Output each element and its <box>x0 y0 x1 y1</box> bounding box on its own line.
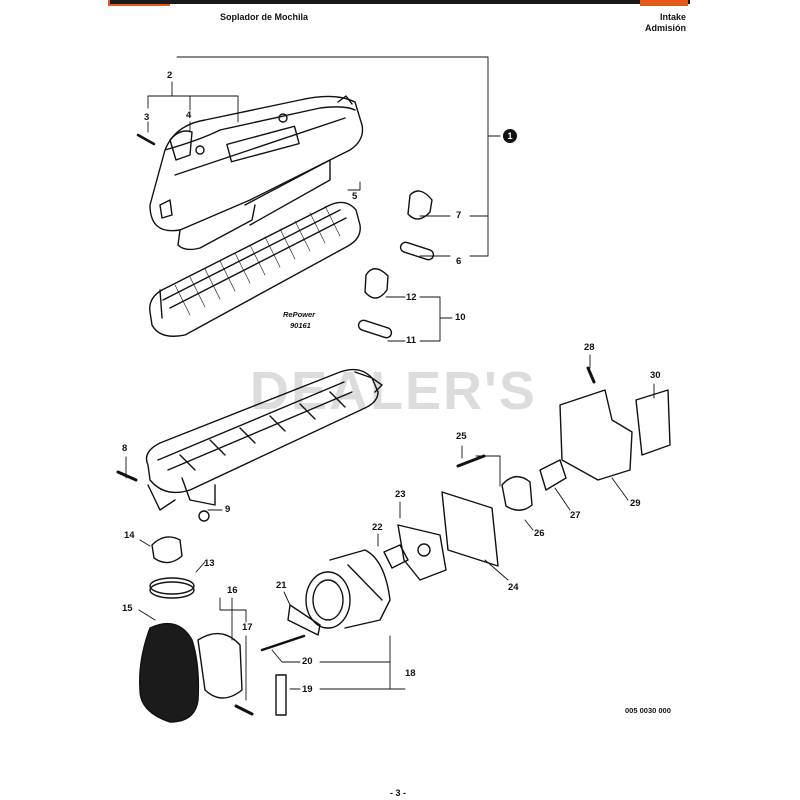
screw-25 <box>456 454 486 468</box>
callout-17: 17 <box>242 622 253 633</box>
screw-28 <box>586 366 596 384</box>
callout-29: 29 <box>630 498 641 509</box>
callout-11: 11 <box>406 335 417 346</box>
clip-4 <box>169 130 193 161</box>
part-26 <box>501 476 533 511</box>
callout-9: 9 <box>225 504 231 515</box>
page-title: Soplador de Mochila <box>220 12 309 22</box>
gasket-27 <box>539 459 567 491</box>
intake-boot-15 <box>139 622 200 723</box>
callout-13: 13 <box>204 558 215 569</box>
callout-16: 16 <box>227 585 238 596</box>
callout-23: 23 <box>395 489 406 500</box>
callout-30: 30 <box>650 370 661 381</box>
callout-14: 14 <box>124 530 135 541</box>
tag-19 <box>275 674 287 716</box>
callout-27: 27 <box>570 510 581 521</box>
cover-29 <box>559 389 633 481</box>
gasket-6 <box>399 241 435 261</box>
bolt-8 <box>116 470 138 482</box>
callout-3: 3 <box>144 112 150 123</box>
screw-17 <box>234 704 254 716</box>
callout-18: 18 <box>405 668 416 679</box>
air-filter-element <box>149 201 361 337</box>
air-filter-cover <box>149 95 364 251</box>
callout-20: 20 <box>302 656 313 667</box>
callout-22: 22 <box>372 522 383 533</box>
repower-number: 90161 <box>290 321 311 330</box>
carburetor-23 <box>397 524 447 581</box>
seal-7 <box>407 190 433 220</box>
section-title-en: Intake <box>659 12 686 22</box>
clamp-13 <box>149 577 195 595</box>
callout-26: 26 <box>534 528 545 539</box>
pin-3 <box>136 133 156 146</box>
plate-24 <box>441 491 499 567</box>
nut-9 <box>198 510 210 522</box>
callout-24: 24 <box>508 582 519 593</box>
callout-15: 15 <box>122 603 133 614</box>
seal-12 <box>364 268 389 299</box>
air-cleaner-base <box>145 368 383 511</box>
callout-7: 7 <box>456 210 462 221</box>
callout-21: 21 <box>276 580 287 591</box>
band-14 <box>151 536 183 564</box>
gasket-11 <box>357 319 393 339</box>
drawing-code: 005 0030 000 <box>625 706 671 715</box>
intake-adaptor-18 <box>305 549 391 629</box>
callout-10: 10 <box>455 312 466 323</box>
page-number: - 3 - <box>390 788 407 798</box>
callout-28: 28 <box>584 342 595 353</box>
callout-8: 8 <box>122 443 128 454</box>
callout-5: 5 <box>352 191 358 202</box>
gasket-22 <box>383 544 409 569</box>
callout-2: 2 <box>167 70 173 81</box>
header-accent <box>640 0 688 6</box>
repower-logo: RePower <box>283 310 316 319</box>
section-title-es: Admisión <box>644 23 686 33</box>
leader-lines <box>125 56 655 701</box>
bracket-21 <box>287 604 321 636</box>
callout-1: 1 <box>503 129 517 143</box>
callout-4: 4 <box>186 110 192 121</box>
header-rule <box>110 0 690 4</box>
dealer-watermark: DEALER'S <box>250 361 537 421</box>
callout-25: 25 <box>456 431 467 442</box>
callout-6: 6 <box>456 256 462 267</box>
callout-19: 19 <box>302 684 313 695</box>
callout-12: 12 <box>406 292 417 303</box>
gasket-30 <box>635 389 671 456</box>
band-16 <box>197 632 243 699</box>
bolt-20 <box>260 634 306 652</box>
